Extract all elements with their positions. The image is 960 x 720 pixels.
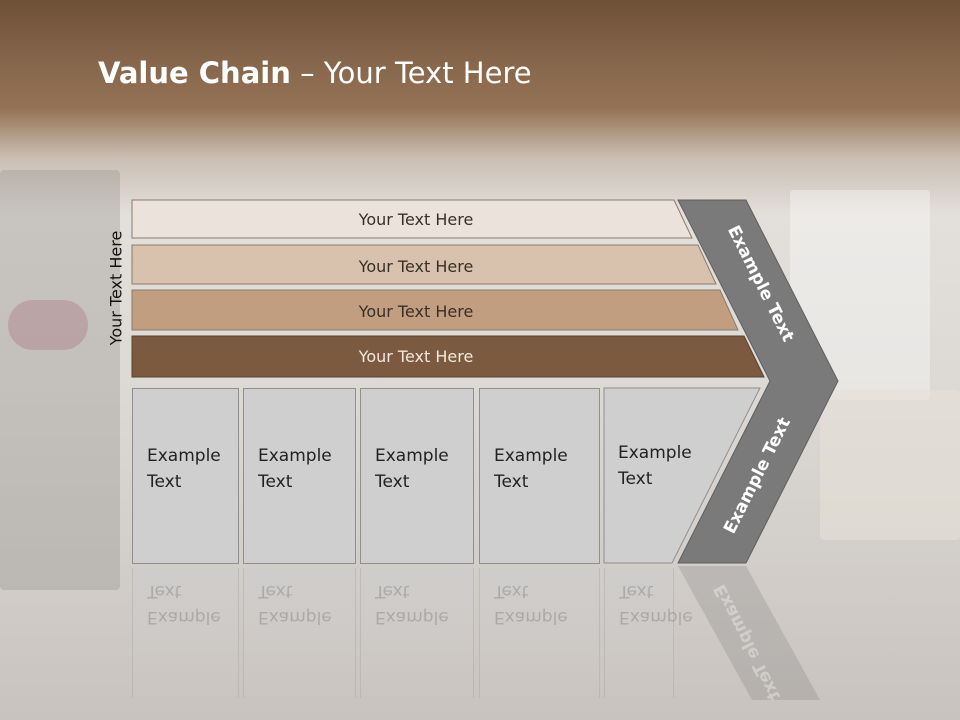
bar-4-shape <box>131 335 765 378</box>
box-4-line1: Example <box>494 446 568 466</box>
bar-3-label: Your Text Here <box>358 302 474 321</box>
box-2-reflection: Example Text <box>243 568 356 698</box>
box-2-line1: Example <box>258 446 332 466</box>
box-5-line1: Example <box>618 443 692 463</box>
arrow-chevron <box>677 199 839 564</box>
box-4: Example Text <box>479 388 600 564</box>
title-rest: – Your Text Here <box>290 56 532 90</box>
box-1-line2: Text <box>147 472 182 492</box>
box-3-line1: Example <box>375 446 449 466</box>
bar-3-shape <box>131 289 739 331</box>
bar-1-shape <box>131 199 693 239</box>
box-2-line2: Text <box>258 472 293 492</box>
background-flowers <box>8 300 88 350</box>
box-4-line2: Text <box>494 472 529 492</box>
arrow-chevron-reflection <box>678 566 820 700</box>
box-3: Example Text <box>360 388 474 564</box>
bar-4-label: Your Text Here <box>358 347 474 366</box>
background-sofa <box>820 390 960 540</box>
title-bold: Value Chain <box>98 56 291 90</box>
box-5-reflection-text: Example Text <box>619 578 693 630</box>
box-1-line1: Example <box>147 446 221 466</box>
box-2-reflection-line2: Text <box>258 581 293 601</box>
box-4-reflection-line1: Example <box>494 607 568 627</box>
box-2-reflection-line1: Example <box>258 607 332 627</box>
box-4-reflection-text: Example Text <box>494 578 568 630</box>
box-1-reflection-line1: Example <box>147 607 221 627</box>
box-5-reflection: Example Text <box>604 568 693 698</box>
box-2-reflection-text: Example Text <box>258 578 332 630</box>
background-shelf <box>0 170 120 590</box>
box-1-reflection: Example Text <box>132 568 239 698</box>
box-2: Example Text <box>243 388 356 564</box>
box-1-reflection-text: Example Text <box>147 578 221 630</box>
box-1: Example Text <box>132 388 239 564</box>
box-1-reflection-line2: Text <box>147 581 182 601</box>
box-3-reflection: Example Text <box>360 568 474 698</box>
box-4-reflection: Example Text <box>479 568 600 698</box>
bar-2-shape <box>131 244 717 285</box>
box-3-line2: Text <box>375 472 410 492</box>
bar-2-label: Your Text Here <box>358 257 474 276</box>
box-3-reflection-text: Example Text <box>375 578 449 630</box>
slide-title: Value Chain – Your Text Here <box>98 56 532 90</box>
bar-1-label: Your Text Here <box>358 210 474 229</box>
box-5-reflection-line1: Example <box>619 607 693 627</box>
box-4-reflection-line2: Text <box>494 581 529 601</box>
box-5-reflection-line2: Text <box>619 581 654 601</box>
box-5-line2: Text <box>617 469 653 489</box>
box-3-reflection-line2: Text <box>375 581 410 601</box>
box-3-reflection-line1: Example <box>375 607 449 627</box>
box-5-shape <box>603 387 761 564</box>
